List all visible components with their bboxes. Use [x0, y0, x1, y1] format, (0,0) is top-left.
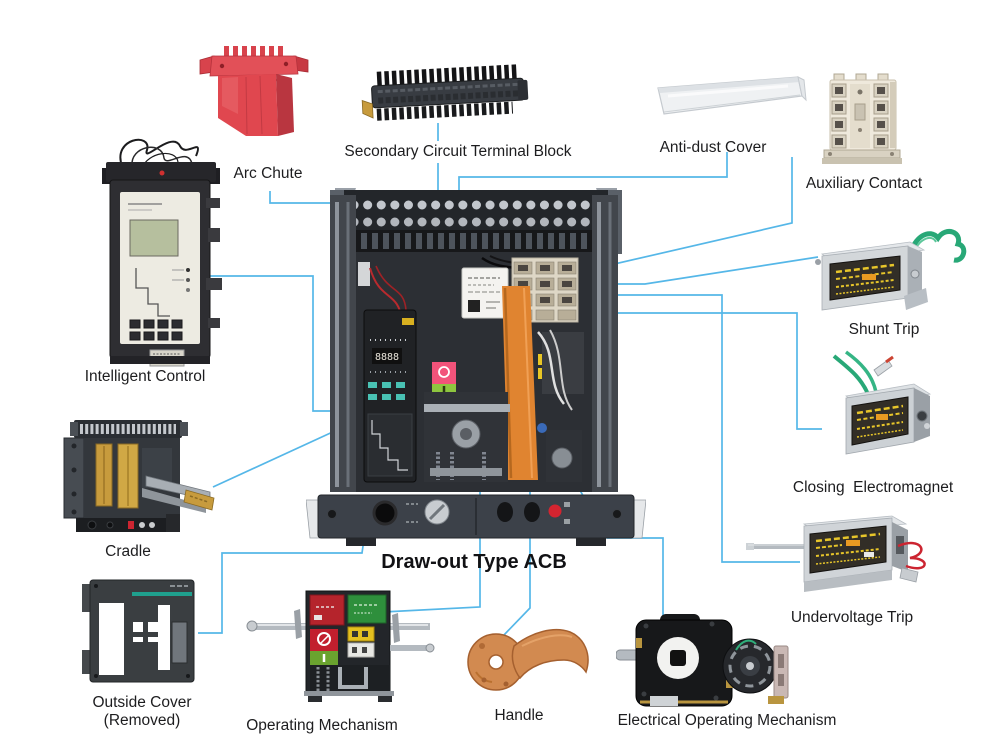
secondary-circuit-terminal-block-label: Secondary Circuit Terminal Block: [344, 143, 572, 160]
outside-cover-image: [82, 579, 195, 683]
anti-dust-cover-label: Anti-dust Cover: [659, 139, 767, 156]
operating-mechanism-label: Operating Mechanism: [246, 717, 398, 734]
acb-display: 8888: [375, 352, 399, 363]
arc-chute-label: Arc Chute: [233, 165, 303, 182]
electrical-operating-mechanism-label: Electrical Operating Mechanism: [617, 712, 837, 729]
undervoltage-trip-image: [746, 515, 926, 592]
auxiliary-contact-label: Auxiliary Contact: [805, 175, 923, 192]
handle-label: Handle: [494, 707, 544, 724]
shunt-trip-image: [815, 228, 967, 311]
intelligent-control-image: [102, 138, 222, 367]
intelligent-control-label: Intelligent Control: [84, 368, 206, 385]
shunt-trip-label: Shunt Trip: [848, 321, 920, 338]
outside-cover-label: Outside Cover (Removed): [62, 694, 222, 730]
cradle-image: [63, 420, 215, 532]
diagram-title: Draw-out Type ACB: [381, 551, 567, 573]
auxiliary-contact-image: [822, 73, 902, 164]
closing-electromagnet-label: Closing Electromagnet: [792, 479, 954, 496]
handle-image: [467, 628, 589, 691]
leader-line-closing-electromagnet: [503, 312, 822, 430]
outside-cover-label-line2: (Removed): [103, 712, 181, 729]
operating-mechanism-image: [246, 590, 435, 702]
leader-line-cradle: [212, 429, 338, 488]
anti-dust-cover-image: [657, 76, 807, 115]
leader-line-auxiliary-contact: [566, 157, 793, 276]
outside-cover-label-line1: Outside Cover: [92, 694, 192, 711]
arc-chute-image: [199, 46, 309, 136]
secondary-circuit-terminal-block-image: [361, 64, 529, 121]
closing-electromagnet-image: [832, 350, 932, 455]
cradle-label: Cradle: [105, 543, 151, 560]
draw-out-acb-image: 8888: [306, 188, 646, 546]
undervoltage-trip-label: Undervoltage Trip: [790, 609, 914, 626]
electrical-operating-mechanism-image: [616, 614, 789, 707]
